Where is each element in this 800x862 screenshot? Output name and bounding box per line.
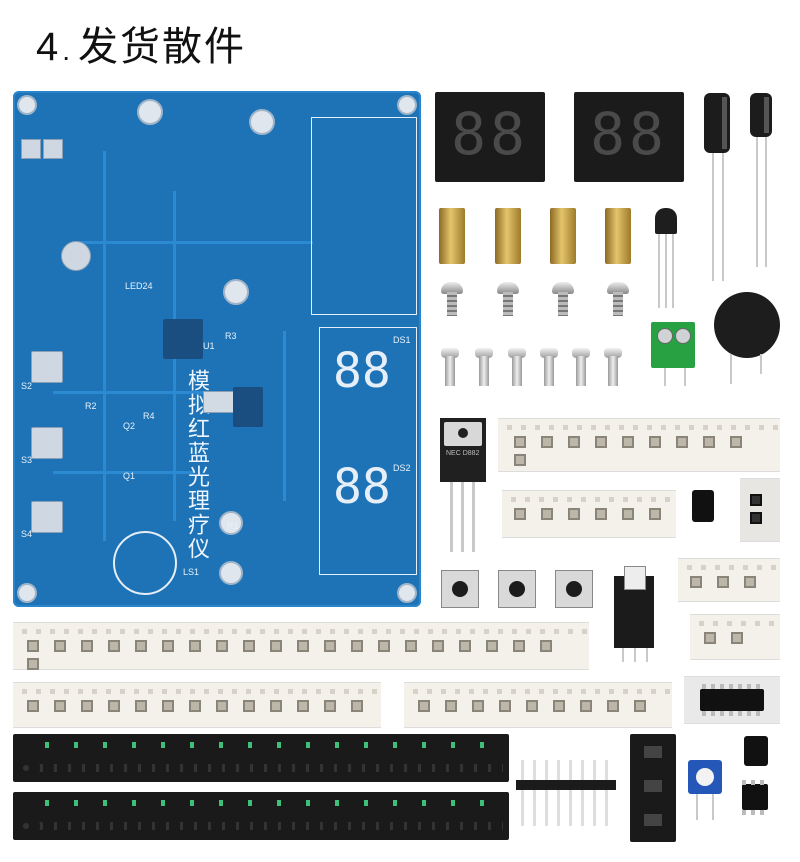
tactile-button	[498, 570, 536, 608]
led24-label: LED24	[125, 281, 153, 291]
mounting-hole	[17, 583, 37, 603]
smd-component-tape	[740, 478, 780, 542]
electrolytic-capacitor	[750, 93, 772, 137]
ds2-label: DS2	[393, 463, 411, 473]
brass-standoff	[495, 208, 521, 264]
smd-resistor-tape	[404, 682, 672, 728]
pin-header-post	[572, 348, 590, 388]
r1-label: R1	[227, 521, 239, 531]
led-hole	[219, 561, 243, 585]
seven-segment-display: 88	[435, 92, 545, 182]
smd-resistor-tape	[502, 490, 676, 538]
seven-segment-display: 88	[574, 92, 684, 182]
brass-standoff	[439, 208, 465, 264]
smd-resistor-tape	[13, 622, 589, 670]
pin-header	[518, 760, 616, 826]
pin-header-post	[475, 348, 493, 388]
ds2-silkscreen: 88	[333, 459, 391, 515]
power-transistor-to220: NEC D882	[440, 418, 486, 482]
ds1-silkscreen: 88	[333, 343, 391, 399]
page-title: 4.发货散件	[36, 25, 247, 69]
pin-header-post	[540, 348, 558, 388]
sot-component-tape	[630, 734, 676, 842]
smd-component-tape	[690, 614, 780, 660]
r2-label: R2	[85, 401, 97, 411]
pin-header-post	[508, 348, 526, 388]
ic-footprint	[233, 387, 263, 427]
buzzer	[714, 292, 780, 358]
q2-label: Q2	[123, 421, 136, 431]
mounting-hole	[397, 583, 417, 603]
s4-label: S4	[21, 529, 33, 539]
transistor-to92	[655, 208, 677, 234]
soic8-ic	[742, 784, 768, 810]
ic-footprint	[163, 319, 203, 359]
tactile-button	[441, 570, 479, 608]
mounting-hole	[397, 95, 417, 115]
screw	[441, 282, 463, 316]
smd-component-tape	[678, 558, 780, 602]
screw	[497, 282, 519, 316]
pcb-board: 88 88 模拟红蓝光理疗仪 DS1 DS2 LS1 U1 S2 S3 S4 Q…	[13, 91, 421, 607]
jumper-cap	[692, 490, 714, 522]
tactile-button	[555, 570, 593, 608]
trimmer-potentiometer	[688, 760, 722, 794]
q1-label: Q1	[123, 471, 136, 481]
smd-resistor-tape	[13, 682, 381, 728]
electrolytic-capacitor	[704, 93, 730, 153]
s3-label: S3	[21, 455, 33, 465]
u1-label: U1	[203, 341, 215, 351]
ds1-label: DS1	[393, 335, 411, 345]
screw-terminal-block	[651, 322, 695, 368]
led-hole	[249, 109, 275, 135]
mounting-hole	[17, 95, 37, 115]
smd-led-tape	[13, 734, 509, 782]
self-lock-switch	[614, 566, 654, 648]
pin-header-post	[441, 348, 459, 388]
ic-tape	[684, 676, 780, 724]
pin-header-post	[604, 348, 622, 388]
ls1-label: LS1	[183, 567, 200, 577]
screw	[607, 282, 629, 316]
pin-header-base	[516, 780, 616, 790]
mounting-hole	[137, 99, 163, 125]
smd-resistor-tape	[498, 418, 780, 472]
screw	[552, 282, 574, 316]
led-matrix-outline	[311, 117, 417, 315]
soic-ic	[700, 689, 764, 711]
led-hole	[219, 511, 243, 535]
jumper-cap	[744, 736, 768, 766]
brass-standoff	[550, 208, 576, 264]
led-hole	[223, 279, 249, 305]
display-outline	[319, 327, 417, 575]
brass-standoff	[605, 208, 631, 264]
smd-led-tape	[13, 792, 509, 840]
s2-label: S2	[21, 381, 33, 391]
r3-label: R3	[225, 331, 237, 341]
r4-label: R4	[143, 411, 155, 421]
